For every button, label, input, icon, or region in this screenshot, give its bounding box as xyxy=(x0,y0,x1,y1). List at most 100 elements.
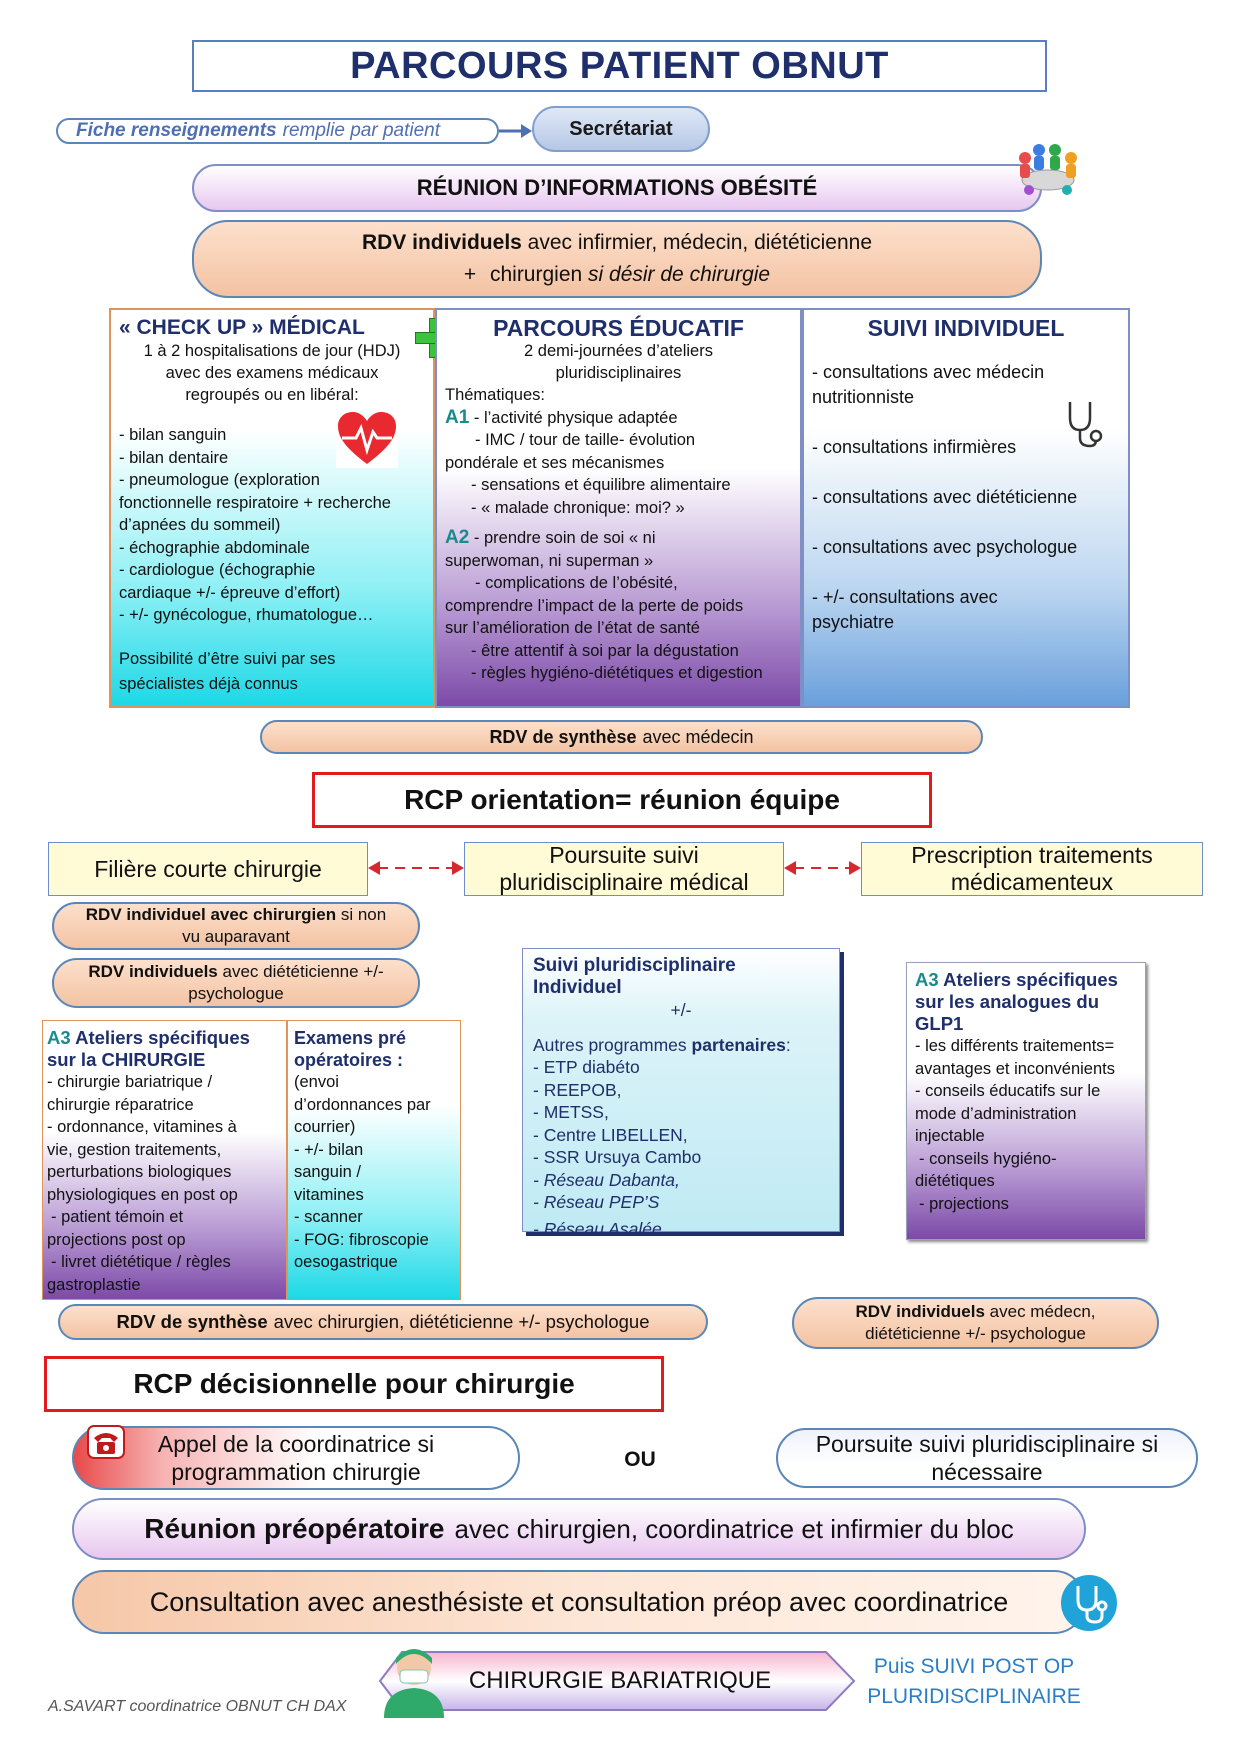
educatif-intro: 2 demi-journées d’ateliers pluridiscipli… xyxy=(445,340,792,384)
a3-chir-line: - ordonnance, vitamines à xyxy=(47,1118,237,1136)
rdv-individuels-line1: RDV individuels avec infirmier, médecin,… xyxy=(362,227,872,259)
a3-chir-line: projections post op xyxy=(47,1230,186,1249)
a3-chir-line: vie, gestion traitements, xyxy=(47,1140,222,1159)
a3-glp-line: - les différents traitements= xyxy=(915,1037,1115,1055)
educatif-body: Thématiques: A1 - l’activité physique ad… xyxy=(445,384,792,685)
poursuite2-line2: nécessaire xyxy=(931,1459,1043,1485)
rdv-medecin-line1: RDV individuels avec médecn, xyxy=(856,1301,1096,1323)
rdv-medecin-rest: avec médecn, xyxy=(989,1302,1096,1321)
a3-chir-line: - patient témoin et xyxy=(51,1208,184,1226)
checkup-note-1: Possibilité d’être suivi par ses xyxy=(119,649,336,668)
a3-chir-label: A3 xyxy=(47,1027,71,1048)
suivi-item: nutritionniste xyxy=(812,387,915,407)
a3-chir-line: chirurgie réparatrice xyxy=(47,1095,194,1114)
a3-chir-title2: sur la CHIRURGIE xyxy=(47,1049,206,1070)
checkup-items: - bilan sanguin - bilan dentaire - pneum… xyxy=(119,424,425,627)
suivi-item: - consultations avec psychologue xyxy=(812,537,1078,557)
examens-title: Examens pré opératoires : xyxy=(294,1027,454,1071)
examens-line: - +/- bilan xyxy=(294,1140,364,1159)
educatif-a2-item: - prendre soin de soi « ni xyxy=(473,529,656,547)
ou-label-box: OU xyxy=(600,1440,680,1480)
suivi-pluri-partenaires: partenaires xyxy=(691,1034,786,1055)
checkup-item: - pneumologue (exploration xyxy=(119,471,320,489)
rcp-orientation-label: RCP orientation= réunion équipe xyxy=(404,784,840,815)
a3-glp-line: diététiques xyxy=(915,1172,995,1190)
checkup-item: - échographie abdominale xyxy=(119,538,310,557)
examens-title2: opératoires : xyxy=(294,1050,404,1070)
puis-line2: PLURIDISCIPLINAIRE xyxy=(867,1685,1081,1708)
ou-label: OU xyxy=(624,1448,656,1471)
suivi-pluri-item: - REEPOB, xyxy=(533,1079,622,1100)
stethoscope-circle-icon xyxy=(1061,1575,1117,1631)
rdv-chirurgien-line2: vu auparavant xyxy=(182,927,290,946)
rdv-individuels-line2: + chirurgien si désir de chirurgie xyxy=(464,259,770,291)
educatif-column: PARCOURS ÉDUCATIF 2 demi-journées d’atel… xyxy=(435,308,802,708)
examens-title1: Examens pré xyxy=(294,1028,407,1048)
prescription-line2: médicamenteux xyxy=(950,869,1114,895)
footer-credit: A.SAVART coordinatrice OBNUT CH DAX xyxy=(48,1698,347,1715)
a3-glp-title2: sur les analogues du xyxy=(915,991,1100,1012)
surgeon-icon xyxy=(384,1649,444,1718)
secretariat-label: Secrétariat xyxy=(569,117,673,140)
a3-chir-line: gastroplastie xyxy=(47,1275,141,1294)
rdv-diet-line1: RDV individuels avec diététicienne +/- xyxy=(88,961,383,983)
a3-glp-label: A3 xyxy=(915,969,939,990)
rdv-individuels-plus: + xyxy=(463,263,477,286)
poursuite2-box: Poursuite suivi pluridisciplinaire si né… xyxy=(776,1428,1198,1488)
chirurgie-label-box: CHIRURGIE BARIATRIQUE xyxy=(400,1652,840,1710)
a3-glp-title1: Ateliers spécifiques xyxy=(943,969,1118,990)
a3-glp-title: A3 Ateliers spécifiques sur les analogue… xyxy=(915,969,1137,1035)
examens-line: oesogastrique xyxy=(294,1253,398,1271)
suivi-pluri-item: - METSS, xyxy=(533,1102,609,1122)
page-title: PARCOURS PATIENT OBNUT xyxy=(350,44,889,87)
rdv-individuels-italic: si désir de chirurgie xyxy=(588,263,771,286)
educatif-a2-item: - règles hygiéno-diététiques et digestio… xyxy=(471,664,763,682)
rdv-chirurgien-bold: RDV individuel avec chirurgien xyxy=(85,905,337,924)
suivi-pluri-box: Suivi pluridisciplinaire Individuel +/- … xyxy=(522,948,840,1239)
rdv-chirurgien-rest: si non xyxy=(340,905,387,924)
suivi-pluri-item: - ETP diabéto xyxy=(533,1057,640,1077)
a3-chir-line: - livret diététique / règles xyxy=(51,1253,231,1271)
rdv-diet-line2: psychologue xyxy=(188,984,284,1003)
dashed-double-arrow-icon xyxy=(784,861,861,875)
suivi-pluri-autres-line: Autres programmes partenaires: xyxy=(533,1034,829,1057)
suivi-pluri-title1: Suivi pluridisciplinaire xyxy=(533,955,736,976)
educatif-intro-2: pluridisciplinaires xyxy=(555,364,682,382)
educatif-a1-line: A1 - l’activité physique adaptée xyxy=(445,407,792,430)
stethoscope-icon xyxy=(1068,402,1103,448)
checkup-item: - cardiologue (échographie xyxy=(119,561,316,579)
suivi-pluri-title2: Individuel xyxy=(533,977,622,998)
educatif-a2-item: comprendre l’impact de la perte de poids xyxy=(445,596,744,615)
suivi-column: SUIVI INDIVIDUEL - consultations avec mé… xyxy=(802,308,1130,708)
suivi-pluri-item: - Réseau Asalée… xyxy=(533,1218,680,1239)
checkup-title: « CHECK UP » MÉDICAL xyxy=(119,316,365,339)
educatif-a1-item: pondérale et ses mécanismes xyxy=(445,453,665,472)
prescription-line1: Prescription traitements xyxy=(911,842,1153,868)
educatif-title: PARCOURS ÉDUCATIF xyxy=(493,315,744,341)
suivi-items: - consultations avec médecin nutritionni… xyxy=(812,360,1120,635)
rcp-decision-label: RCP décisionnelle pour chirurgie xyxy=(133,1368,575,1399)
a3-glp-title3: GLP1 xyxy=(915,1013,964,1034)
a1-label: A1 xyxy=(445,406,470,428)
filiere-label: Filière courte chirurgie xyxy=(94,855,322,882)
rdv-synthese2-rest: avec chirurgien, diététicienne +/- psych… xyxy=(273,1311,650,1332)
suivi-pluri-item: - Centre LIBELLEN, xyxy=(533,1124,688,1145)
suivi-pluri-colon: : xyxy=(785,1034,791,1055)
meeting-people-icon xyxy=(1019,144,1077,195)
rdv-medecin-line2: diététicienne +/- psychologue xyxy=(865,1324,1086,1343)
educatif-a1-item: - l’activité physique adaptée xyxy=(473,408,678,427)
a2-label: A2 xyxy=(445,527,470,548)
poursuite2-line1: Poursuite suivi pluridisciplinaire si xyxy=(815,1431,1159,1457)
educatif-a2-item: sur l’amélioration de l’état de santé xyxy=(445,619,700,637)
educatif-a1-item: - IMC / tour de taille- évolution xyxy=(475,431,696,449)
a3-chir-title1: Ateliers spécifiques xyxy=(75,1027,250,1048)
rdv-diet-rest: avec diététicienne +/- xyxy=(222,962,384,981)
page-title-box: PARCOURS PATIENT OBNUT xyxy=(192,40,1047,92)
poursuite-line1: Poursuite suivi xyxy=(549,842,699,868)
checkup-intro-1: 1 à 2 hospitalisations de jour (HDJ) xyxy=(143,342,401,360)
a3-chir-line: - chirurgie bariatrique / xyxy=(47,1073,213,1091)
fiche-bold: Fiche renseignements xyxy=(76,120,277,141)
dashed-double-arrow-icon xyxy=(368,861,464,875)
suivi-item: - +/- consultations avec xyxy=(812,587,998,607)
rdv-synthese2-box: RDV de synthèse avec chirurgien, diététi… xyxy=(58,1304,708,1340)
